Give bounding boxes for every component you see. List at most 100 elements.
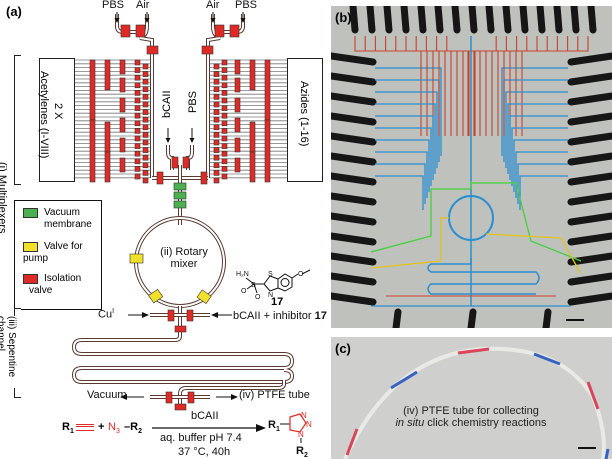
svg-text:R: R: [268, 419, 276, 431]
panel-b-chip-photo: (b): [331, 6, 612, 328]
isolation-valve: [186, 309, 194, 322]
isolation-valve: [221, 158, 228, 165]
arrowhead: [165, 138, 171, 143]
inhibitor-number: 17: [271, 296, 284, 308]
scale-bar-b: [566, 319, 584, 321]
arrowhead: [231, 394, 238, 400]
isolation-valve: [142, 147, 149, 153]
tubing: [331, 272, 377, 286]
azides-box: Azides (1-16): [287, 58, 323, 182]
svg-text:N: N: [306, 420, 312, 429]
vacuum-membrane: [173, 182, 187, 191]
isolation-valve: [134, 105, 141, 111]
isolation-valve: [234, 59, 241, 75]
reaction-r2: –R2: [124, 421, 142, 436]
tubing: [567, 212, 612, 226]
vacuum-swatch: [23, 208, 38, 218]
isolation-valve: [134, 90, 141, 96]
ptfe-caption: (iv) PTFE tube for collecting in situ cl…: [395, 405, 547, 429]
svg-text:2: 2: [304, 452, 308, 459]
tube-segment-blue: [533, 352, 561, 366]
tube-segment-red: [345, 428, 359, 456]
tubing: [349, 6, 359, 34]
isolation-valve: [234, 97, 241, 113]
isolation-valve: [221, 143, 228, 149]
tubing: [567, 292, 612, 306]
isolation-valve: [213, 71, 220, 77]
bcaii-inhibitor-label: bCAII + inhibitor 17: [233, 310, 327, 322]
tubing: [468, 6, 478, 34]
isolation-valve: [213, 116, 220, 123]
pump-valve: [196, 289, 212, 304]
isolation-valve: [213, 139, 220, 146]
isolation-valve: [104, 151, 111, 183]
isolation-valve: [134, 59, 141, 66]
isolation-valve: [156, 171, 164, 185]
isolation-valve: [221, 173, 228, 180]
isolation-valve: [142, 71, 149, 77]
tubing: [553, 6, 563, 34]
isolation-valve: [221, 97, 228, 104]
azides-label: Azides (1-16): [298, 81, 310, 147]
tubing: [331, 172, 377, 186]
tubing: [567, 192, 612, 206]
isolation-valve: [213, 162, 220, 169]
isolation-valve: [134, 128, 141, 134]
isolation-valve: [142, 78, 149, 85]
input-label-pbs-center: PBS: [187, 90, 199, 113]
isolation-valve: [213, 132, 220, 138]
isolation-valve: [221, 166, 228, 172]
isolation-valve: [134, 150, 141, 157]
isolation-valve: [142, 101, 149, 108]
tubing: [567, 72, 612, 86]
isolation-valve: [142, 63, 149, 70]
isolation-valve: [135, 24, 146, 38]
isolation-valve: [104, 59, 111, 91]
isolation-valve: [221, 74, 228, 81]
legend-item-vacuum: Vacuum membrane: [23, 207, 92, 231]
tubing: [400, 6, 410, 34]
vacuum-membrane: [173, 191, 187, 200]
tubing: [331, 52, 377, 66]
isolation-valve: [182, 156, 190, 169]
tubing: [567, 152, 612, 166]
isolation-valve: [142, 154, 149, 161]
isolation-valve: [187, 391, 195, 404]
isolation-valve: [234, 77, 241, 93]
chip-channel-blue: [375, 91, 438, 168]
isolation-valve: [120, 24, 131, 38]
tubing: [567, 132, 612, 146]
tube-segment-red: [586, 381, 600, 410]
tubing: [331, 112, 377, 126]
panel-a-diagram: (a) PBS Air Air PBS bCAII PBS 2 X Acetyl…: [0, 0, 327, 459]
isolation-valve: [213, 177, 220, 184]
isolation-valve: [213, 154, 220, 161]
isolation-valve: [221, 150, 228, 157]
input-label-pbs-right: PBS: [235, 0, 258, 11]
tubing: [567, 252, 612, 266]
isolation-valve: [200, 171, 208, 185]
isolation-valve: [134, 120, 141, 127]
chip-channel-blue: [375, 127, 432, 186]
isolation-valve: [213, 101, 220, 108]
microfluidic-schematic: [71, 12, 295, 411]
isolation-valve: [221, 59, 228, 66]
chip-channel-blue: [517, 163, 568, 204]
input-label-air-left: Air: [136, 0, 150, 11]
triazole-product: R 1 N N N R 2: [268, 411, 312, 459]
isolation-valve: [119, 157, 126, 173]
isolation-valve: [264, 59, 271, 121]
isolation-valve: [221, 112, 228, 119]
arrowhead: [189, 138, 195, 143]
right-multiplexer: [210, 59, 287, 179]
arrowhead: [211, 312, 218, 318]
chip-channel-blue: [375, 115, 434, 180]
isolation-valve: [167, 309, 175, 322]
tubing: [383, 6, 393, 34]
vacuum-membrane: [173, 200, 187, 209]
chip-channel-blue: [519, 175, 568, 210]
isolation-valve: [213, 124, 220, 131]
tubing: [331, 132, 377, 146]
isolation-valve: [213, 86, 220, 93]
isolation-valve: [134, 67, 141, 73]
